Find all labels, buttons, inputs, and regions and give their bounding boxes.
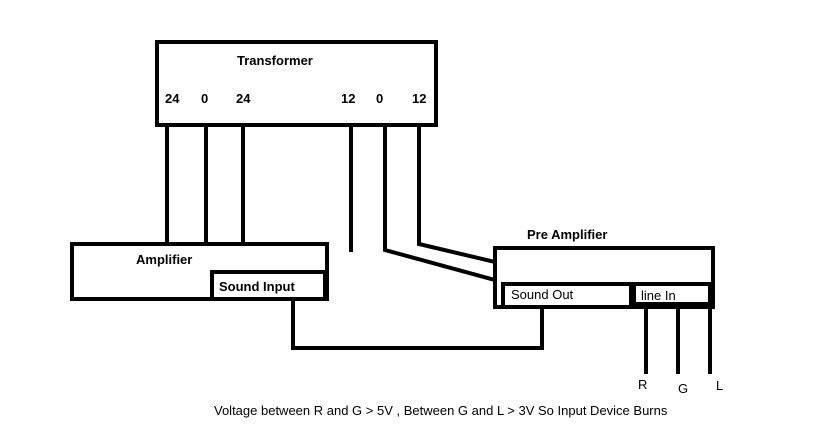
transformer-tap-24-left: 24 xyxy=(165,91,180,106)
label-r: R xyxy=(638,377,647,392)
transformer-tap-12-left: 12 xyxy=(341,91,355,106)
sound-input-box xyxy=(210,270,327,301)
transformer-tap-24-right: 24 xyxy=(236,91,251,106)
voltage-note: Voltage between R and G > 5V , Between G… xyxy=(214,403,668,418)
line-in-label: line In xyxy=(641,288,676,303)
pre-amplifier-block: Pre Amplifier Sound Out line In xyxy=(493,227,715,309)
sound-out-label: Sound Out xyxy=(511,287,574,302)
transformer-box xyxy=(155,40,438,127)
sound-out-box xyxy=(501,282,633,309)
amplifier-title: Amplifier xyxy=(136,252,192,267)
transformer-tap-12-right: 12 xyxy=(412,91,426,106)
wire-12-right xyxy=(417,125,498,265)
transformer-to-amplifier-wires xyxy=(165,125,245,246)
transformer-title: Transformer xyxy=(237,53,313,68)
label-g: G xyxy=(678,381,688,396)
pre-amplifier-title: Pre Amplifier xyxy=(527,227,607,242)
wire-0-right xyxy=(383,125,498,283)
sound-input-label: Sound Input xyxy=(219,279,295,294)
line-in-box xyxy=(632,282,712,306)
transformer-low-voltage-wires xyxy=(349,125,498,283)
amplifier-block: Amplifier Sound Input xyxy=(70,242,329,301)
transformer-tap-0-right: 0 xyxy=(376,91,383,106)
wire-sound-out-to-sound-input xyxy=(291,297,544,350)
transformer-tap-0-left: 0 xyxy=(201,91,208,106)
transformer-block: Transformer 24 0 24 12 0 12 xyxy=(155,40,438,127)
line-output-wires: R G L xyxy=(638,304,723,396)
label-l: L xyxy=(716,378,723,393)
